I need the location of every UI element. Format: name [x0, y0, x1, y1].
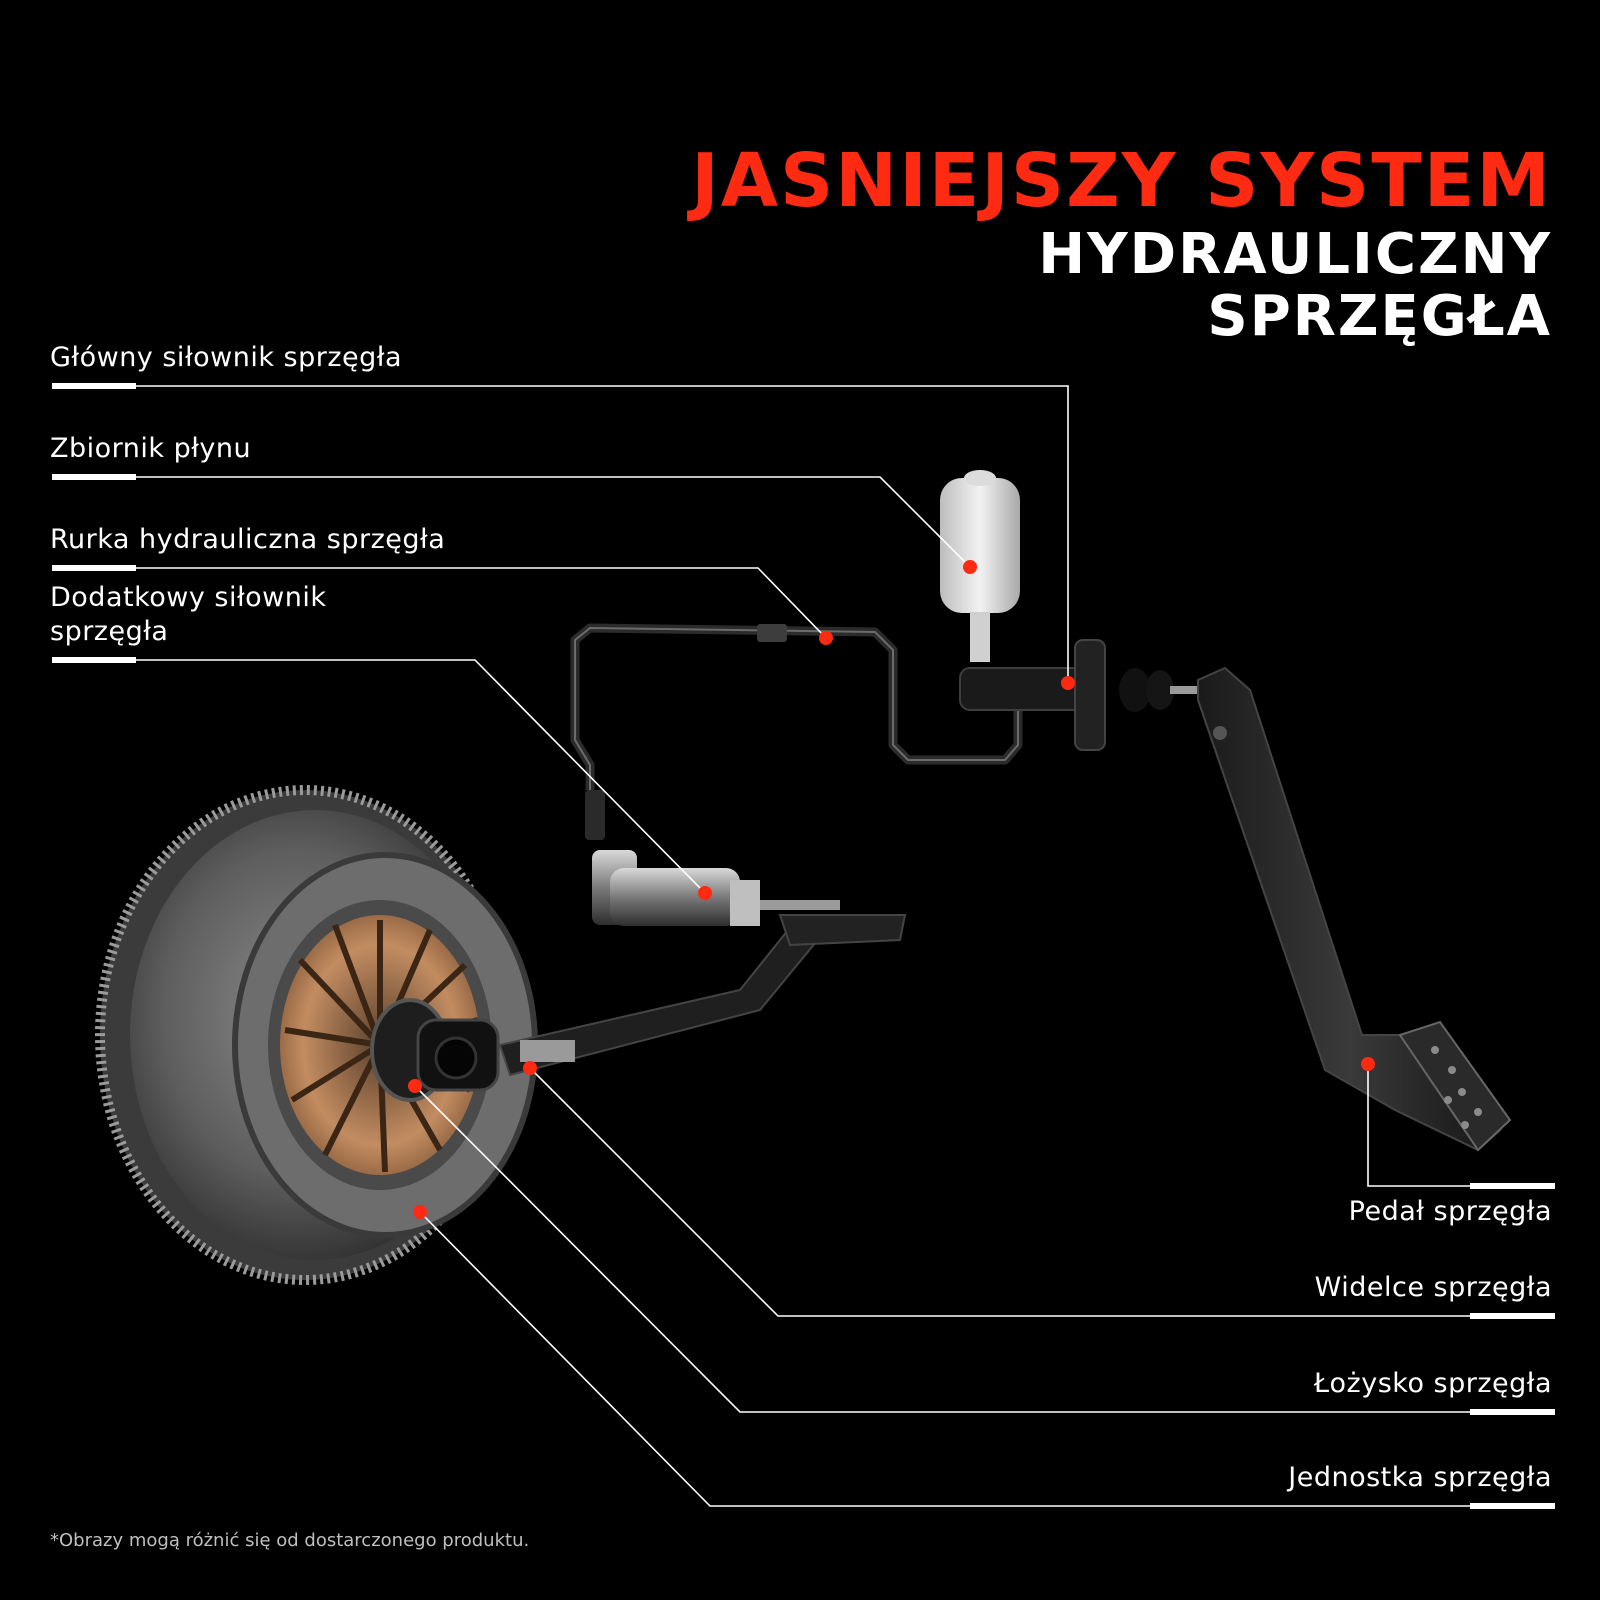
label-reservoir: Zbiornik płynu: [50, 433, 252, 464]
marker-hydraulic-line: [819, 631, 833, 645]
title-line-2: HYDRAULICZNY: [1038, 222, 1552, 287]
hydraulic-line-highlight: [574, 626, 1036, 790]
marker-reservoir: [963, 560, 977, 574]
leader-fork: [529, 1067, 1555, 1317]
label-slave-cylinder-line-2: sprzęgła: [50, 616, 169, 647]
label-unit: Jednostka sprzęgła: [1288, 1462, 1552, 1493]
line-fitting: [757, 624, 787, 642]
marker-unit: [413, 1205, 427, 1219]
clutch-pedal: [1197, 666, 1512, 1152]
label-hydraulic-line: Rurka hydrauliczna sprzęgła: [50, 524, 446, 555]
leader-bearing: [414, 1085, 1555, 1413]
clutch-fork: [498, 913, 907, 1077]
label-master-cylinder: Główny siłownik sprzęgła: [50, 342, 402, 373]
label-bearing: Łożysko sprzęgła: [1313, 1368, 1552, 1399]
marker-master-cylinder: [1061, 676, 1075, 690]
label-underlines: [52, 383, 1555, 1509]
title-line-1: JASNIEJSZY SYSTEM: [691, 138, 1552, 224]
title-line-3: SPRZĘGŁA: [1207, 284, 1552, 349]
fluid-reservoir: [940, 470, 1020, 662]
label-slave-cylinder-line-1: Dodatkowy siłownik: [50, 582, 327, 613]
slave-cylinder: [585, 790, 840, 926]
leader-slave-cylinder: [52, 659, 706, 894]
leader-master-cylinder: [52, 385, 1069, 683]
marker-slave-cylinder: [698, 886, 712, 900]
leader-unit: [419, 1211, 1555, 1507]
master-cylinder: [959, 639, 1220, 751]
leader-hydraulic-line: [52, 567, 827, 639]
marker-fork: [523, 1061, 537, 1075]
markers: [408, 560, 1375, 1219]
footnote: *Obrazy mogą różnić się od dostarczonego…: [50, 1530, 530, 1551]
marker-bearing: [408, 1079, 422, 1093]
label-pedal: Pedał sprzęgła: [1348, 1196, 1552, 1227]
label-fork: Widelce sprzęgła: [1314, 1272, 1552, 1303]
marker-pedal: [1361, 1057, 1375, 1071]
leader-reservoir: [52, 476, 971, 568]
clutch-unit: [95, 785, 538, 1285]
